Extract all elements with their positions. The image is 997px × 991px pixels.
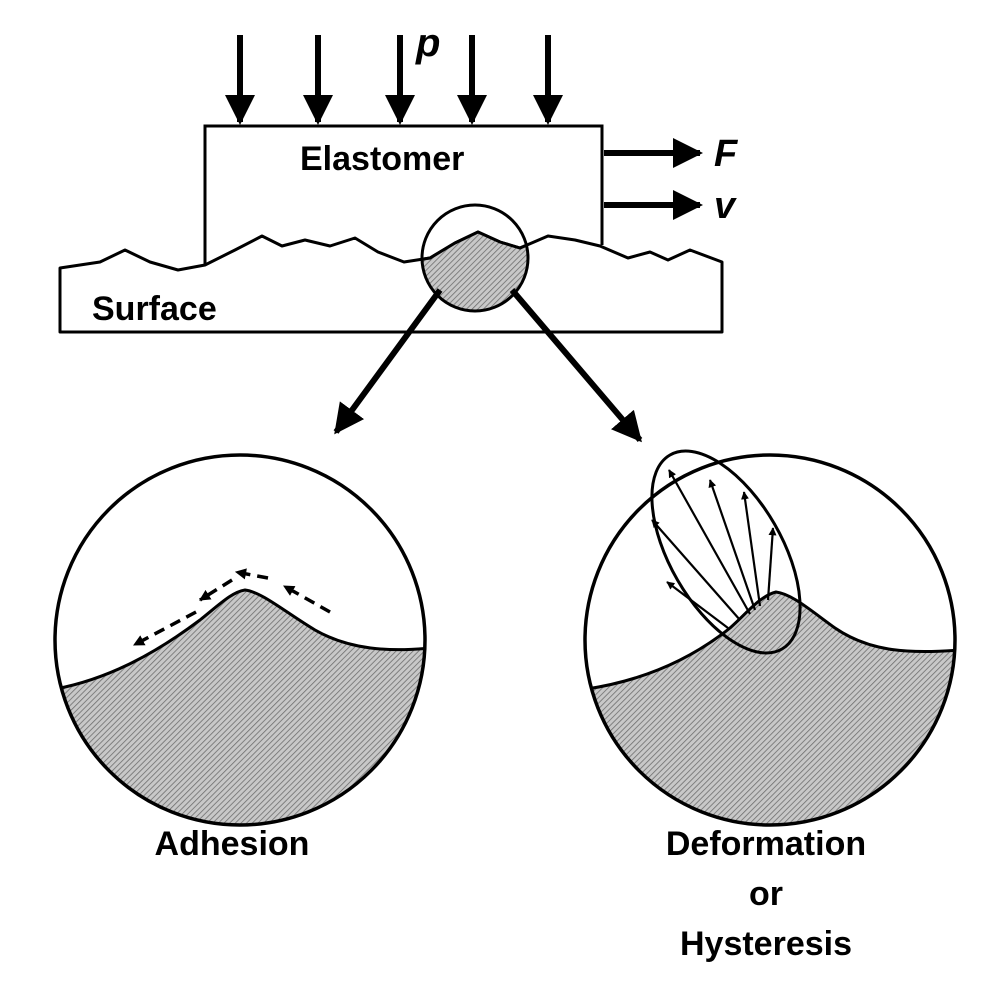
elastomer-label: Elastomer bbox=[300, 140, 464, 178]
stress-arrow bbox=[708, 479, 757, 611]
deformation-label-line3: Hysteresis bbox=[680, 925, 852, 963]
surface-label: Surface bbox=[92, 290, 217, 328]
adhesion-detail-circle bbox=[53, 453, 427, 827]
deformation-label-line2: or bbox=[749, 875, 783, 913]
zoom-arrow-adhesion bbox=[333, 288, 443, 435]
adhesion-arrow bbox=[234, 568, 269, 580]
zoom-arrow-deformation bbox=[509, 288, 643, 443]
elastomer-block bbox=[203, 124, 604, 265]
stress-arrows bbox=[651, 469, 777, 629]
velocity-label: v bbox=[714, 185, 737, 227]
pressure-label: p bbox=[415, 21, 440, 65]
adhesion-arrow bbox=[199, 578, 233, 602]
deformation-detail-circle bbox=[583, 449, 957, 827]
adhesion-friction-arrows bbox=[133, 568, 331, 647]
deformation-zone bbox=[650, 449, 802, 655]
stress-arrow bbox=[668, 469, 751, 615]
adhesion-arrow bbox=[283, 584, 331, 614]
force-label: F bbox=[714, 133, 739, 175]
stress-arrow bbox=[651, 519, 741, 621]
stress-arrow bbox=[741, 491, 762, 607]
stress-arrow bbox=[766, 527, 777, 601]
adhesion-arrow bbox=[133, 610, 197, 647]
deformation-label-line1: Deformation bbox=[666, 825, 866, 863]
pressure-arrows bbox=[225, 35, 563, 125]
adhesion-label: Adhesion bbox=[155, 825, 310, 863]
stress-arrow bbox=[666, 581, 729, 629]
